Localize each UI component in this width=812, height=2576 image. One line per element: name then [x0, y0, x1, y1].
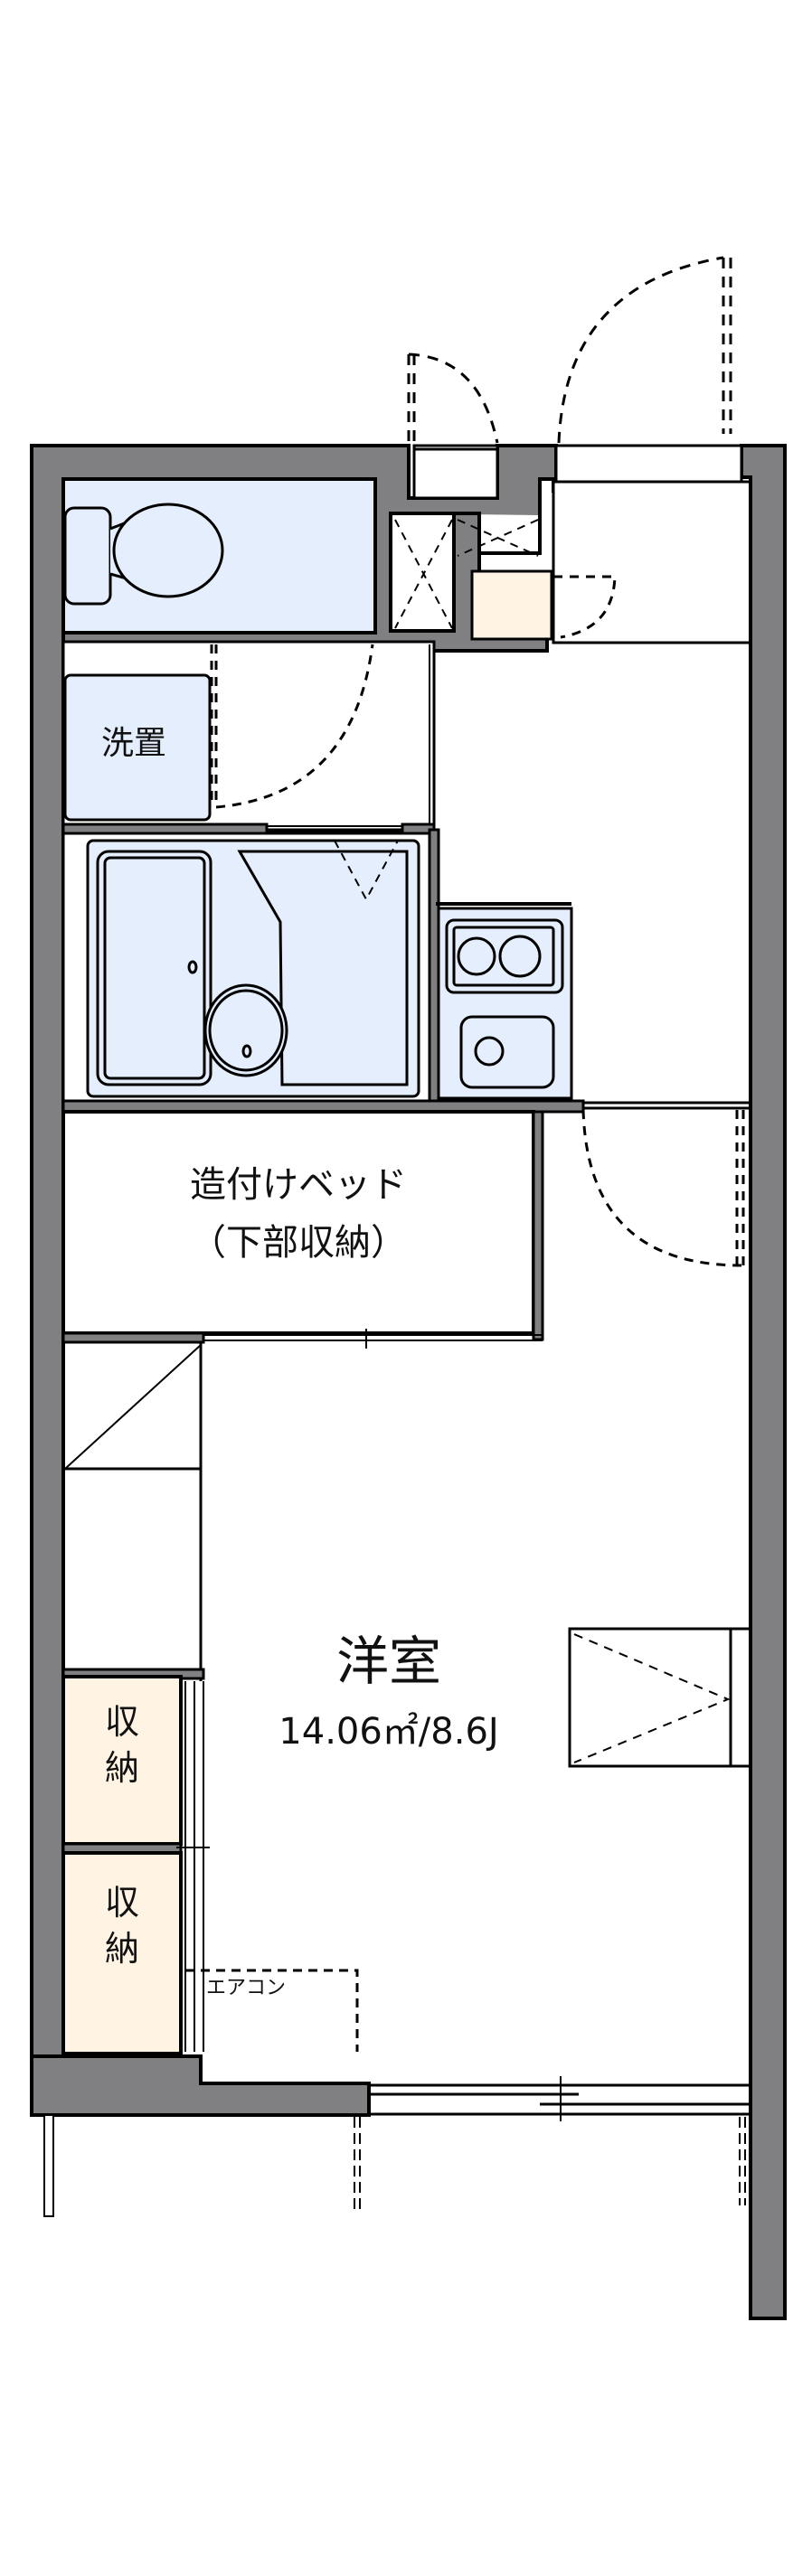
air-conditioner-label: エアコン: [206, 1977, 287, 1999]
balcony: [43, 2114, 746, 2217]
kitchen-stove-icon: [445, 918, 564, 994]
kitchen: [436, 902, 573, 1100]
storage-closets: [61, 1668, 210, 2055]
room-door-swing: [581, 1109, 745, 1267]
washing-machine-label: 洗置: [100, 725, 166, 762]
storage-2-label: 収 納: [104, 1883, 139, 1970]
built-in-bed-sublabel: （下部収納）: [190, 1222, 407, 1264]
ladder-area: [64, 1342, 203, 1681]
toilet-icon: [63, 503, 224, 606]
main-room-area: 14.06㎡/8.6J: [279, 1711, 499, 1753]
shoe-box: [470, 569, 553, 641]
bath-room: [61, 832, 431, 1105]
wash-door-swing: [210, 644, 374, 809]
entrance-openings: [412, 444, 743, 500]
pipe-space: [389, 512, 542, 633]
main-room-name: 洋室: [335, 1631, 441, 1692]
air-conditioner: [185, 1969, 359, 2052]
shoe-box-door-swing: [553, 575, 617, 639]
wall-cabinet: [568, 1627, 752, 1768]
built-in-bed-label: 造付けベッド: [190, 1164, 407, 1206]
built-in-bed: [61, 1110, 544, 1349]
bathtub-icon: [96, 840, 409, 1086]
storage-1-label: 収 納: [104, 1702, 139, 1789]
toilet-room: [61, 477, 377, 635]
washing-machine-space: [63, 673, 212, 822]
genkan: [552, 480, 752, 644]
entrance-door-swing: [407, 256, 732, 444]
wash-room: [61, 640, 436, 832]
balcony-window: [369, 2076, 751, 2121]
kitchen-sink-icon: [459, 1015, 555, 1089]
